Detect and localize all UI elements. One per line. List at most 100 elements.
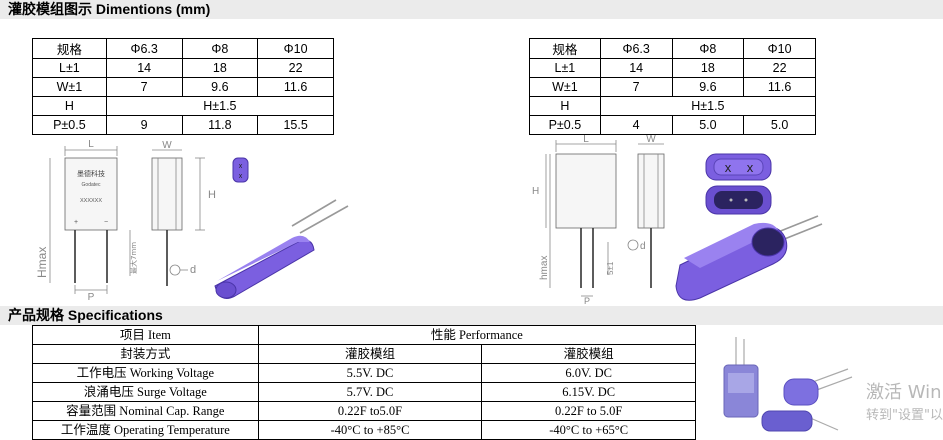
bottom-view-icon (705, 185, 772, 215)
table-cell: L±1 (529, 58, 601, 78)
label-d: d (640, 241, 646, 252)
table-cell: 规格 (529, 38, 601, 59)
label-d: d (190, 264, 196, 276)
section-header-specifications: 产品规格 Specifications (0, 306, 943, 325)
capacitor-3d-icon (214, 199, 349, 299)
table-cell: P±0.5 (529, 115, 601, 135)
table-header: 项目 Item (32, 325, 259, 345)
table-row: L±1 14 18 22 (32, 58, 334, 78)
table-row: W±1 7 9.6 11.6 (32, 77, 334, 97)
brand-en: Godatec (82, 182, 101, 188)
capacitor-3d-icon (675, 215, 823, 301)
table-row: H H±1.5 (529, 96, 817, 116)
table-cell: 9 (105, 115, 183, 135)
label-L: L (88, 139, 94, 150)
table-cell: 封装方式 (32, 344, 259, 364)
capacitor-icon (723, 364, 759, 418)
product-photo (723, 337, 853, 432)
table-row: W±1 7 9.6 11.6 (529, 77, 816, 97)
table-cell: 0.22F to 5.0F (481, 401, 696, 421)
label-P: P (584, 296, 590, 305)
label-H: H (208, 189, 216, 201)
table-cell: 5.0 (671, 115, 745, 135)
label-min-lead: 最大7mm (129, 242, 138, 274)
capacitor-icon (761, 410, 813, 432)
table-row: P±0.5 4 5.0 5.0 (529, 115, 816, 135)
table-cell: 11.8 (181, 115, 259, 135)
activation-watermark-subtitle: 转到"设置"以 (866, 408, 943, 423)
table-cell: 5.5V. DC (257, 363, 483, 383)
table-cell: 6.15V. DC (481, 382, 696, 402)
table-cell: H (32, 96, 107, 116)
table-cell: Φ10 (743, 38, 816, 59)
table-cell: H±1.5 (105, 96, 335, 116)
table-row: H H±1.5 (32, 96, 335, 116)
table-cell: 灌胶模组 (257, 344, 483, 364)
table-cell: 工作温度 Operating Temperature (32, 420, 259, 440)
drawing-left: L W H P d Hmax 最大7mm 墨德科技 Godatec XXXXXX… (35, 139, 349, 303)
table-row: 规格 Φ6.3 Φ8 Φ10 (32, 38, 334, 59)
label-min-lead: 5±1 (606, 261, 615, 275)
table-cell: 7 (105, 77, 183, 97)
drawing-right: L W H P d hmax 5±1 x x (532, 134, 823, 305)
table-cell: Φ6.3 (105, 38, 183, 59)
svg-text:x: x (239, 163, 243, 170)
table-cell: -40°C to +85°C (257, 420, 483, 440)
table-row: 容量范围 Nominal Cap. Range 0.22F to5.0F 0.2… (32, 401, 696, 421)
table-cell: 15.5 (257, 115, 334, 135)
capacitor-icon (783, 378, 819, 406)
table-cell: L±1 (32, 58, 107, 78)
label-hmax: hmax (539, 256, 550, 280)
table-cell: Φ8 (671, 38, 745, 59)
table-row: 项目 Item 性能 Performance (32, 325, 697, 345)
section-header-dimensions: 灌胶模组图示 Dimentions (mm) (0, 0, 943, 19)
table-cell: P±0.5 (32, 115, 107, 135)
table-cell: 浪涌电压 Surge Voltage (32, 382, 259, 402)
table-cell: 5.0 (743, 115, 816, 135)
spec-table: 项目 Item 性能 Performance 封装方式 灌胶模组 灌胶模组 工作… (32, 325, 697, 440)
label-W: W (646, 134, 656, 145)
table-cell: 14 (599, 58, 673, 78)
table-row: L±1 14 18 22 (529, 58, 816, 78)
section-title: 产品规格 Specifications (8, 307, 163, 323)
plus-mark: + (74, 219, 78, 226)
table-cell: 9.6 (671, 77, 745, 97)
table-cell: 14 (105, 58, 183, 78)
table-row: P±0.5 9 11.8 15.5 (32, 115, 334, 135)
product-code: XXXXXX (80, 198, 102, 204)
table-cell: H±1.5 (599, 96, 817, 116)
top-view-icon: x x (705, 153, 772, 181)
table-cell: -40°C to +65°C (481, 420, 696, 440)
table-cell: 11.6 (257, 77, 334, 97)
label-L: L (583, 134, 589, 145)
dimension-table-right: 规格 Φ6.3 Φ8 Φ10 L±1 14 18 22 W±1 7 9.6 11… (529, 38, 817, 135)
table-cell: 18 (181, 58, 259, 78)
brand-cn: 墨德科技 (77, 169, 105, 178)
table-cell: 9.6 (181, 77, 259, 97)
minus-mark: − (104, 219, 108, 226)
table-cell: 灌胶模组 (481, 344, 696, 364)
table-row: 工作电压 Working Voltage 5.5V. DC 6.0V. DC (32, 363, 696, 383)
table-cell: 22 (257, 58, 334, 78)
table-cell: 工作电压 Working Voltage (32, 363, 259, 383)
label-hmax: Hmax (35, 247, 49, 278)
table-cell: Φ6.3 (599, 38, 673, 59)
table-row: 封装方式 灌胶模组 灌胶模组 (32, 344, 696, 364)
table-row: 浪涌电压 Surge Voltage 5.7V. DC 6.15V. DC (32, 382, 696, 402)
svg-text:x: x (725, 160, 732, 175)
svg-text:x: x (239, 173, 243, 180)
table-cell: 18 (671, 58, 745, 78)
table-cell: Φ10 (257, 38, 334, 59)
label-W: W (162, 140, 172, 151)
table-cell: 7 (599, 77, 673, 97)
table-cell: 容量范围 Nominal Cap. Range (32, 401, 259, 421)
table-cell: 5.7V. DC (257, 382, 483, 402)
table-cell: 规格 (32, 38, 107, 59)
table-row: 工作温度 Operating Temperature -40°C to +85°… (32, 420, 696, 440)
table-cell: 22 (743, 58, 816, 78)
label-H: H (532, 186, 539, 197)
table-cell: H (529, 96, 601, 116)
table-cell: 4 (599, 115, 673, 135)
top-view-icon: x x (232, 157, 249, 183)
dimension-table-left: 规格 Φ6.3 Φ8 Φ10 L±1 14 18 22 W±1 7 9.6 11… (32, 38, 335, 135)
